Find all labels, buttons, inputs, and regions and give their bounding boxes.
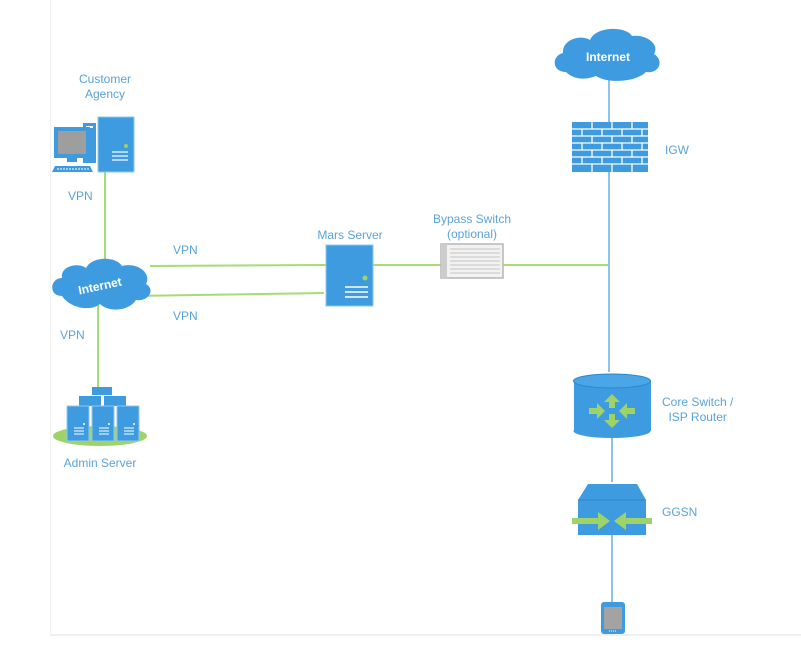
cloud-icon-left[interactable]: Internet — [52, 258, 151, 310]
server-icon[interactable] — [325, 244, 374, 307]
mobile-phone-icon[interactable] — [601, 602, 625, 634]
core-switch-label-line2: ISP Router — [668, 410, 727, 424]
link-internet-mars-bottom — [129, 292, 325, 297]
mars-server-label: Mars Server — [317, 228, 383, 242]
router-icon[interactable] — [573, 373, 652, 438]
gateway-icon[interactable] — [572, 484, 652, 535]
internet-right-label: Internet — [586, 50, 630, 64]
core-switch-label: Core Switch / ISP Router — [662, 395, 733, 425]
bypass-switch-label: Bypass Switch (optional) — [417, 212, 527, 242]
frame-border-bottom — [50, 634, 801, 636]
vpn-label-customer: VPN — [68, 189, 93, 203]
vpn-label-mars-top: VPN — [173, 243, 198, 257]
links — [97, 78, 613, 602]
vpn-label-mars-bottom: VPN — [173, 309, 198, 323]
core-switch-label-line1: Core Switch / — [662, 395, 734, 409]
ggsn-label: GGSN — [662, 505, 698, 519]
bypass-switch-label-line1: Bypass Switch — [432, 212, 512, 226]
bypass-switch-label-line2: (optional) — [446, 227, 498, 241]
vpn-label-admin: VPN — [60, 328, 85, 342]
customer-agency-label: Customer Agency — [50, 72, 160, 102]
firewall-icon[interactable] — [572, 122, 648, 172]
frame-border-left — [50, 0, 51, 636]
customer-agency-label-line2: Agency — [84, 87, 126, 101]
igw-label: IGW — [665, 143, 689, 157]
link-internet-mars-top — [149, 264, 327, 267]
switch-panel-icon[interactable] — [440, 243, 504, 279]
cloud-icon-right[interactable]: Internet — [554, 28, 660, 81]
admin-server-label: Admin Server — [63, 456, 137, 470]
server-cluster-icon[interactable] — [53, 387, 147, 446]
workstation-server-icon[interactable] — [52, 116, 135, 173]
customer-agency-label-line1: Customer — [78, 72, 131, 86]
